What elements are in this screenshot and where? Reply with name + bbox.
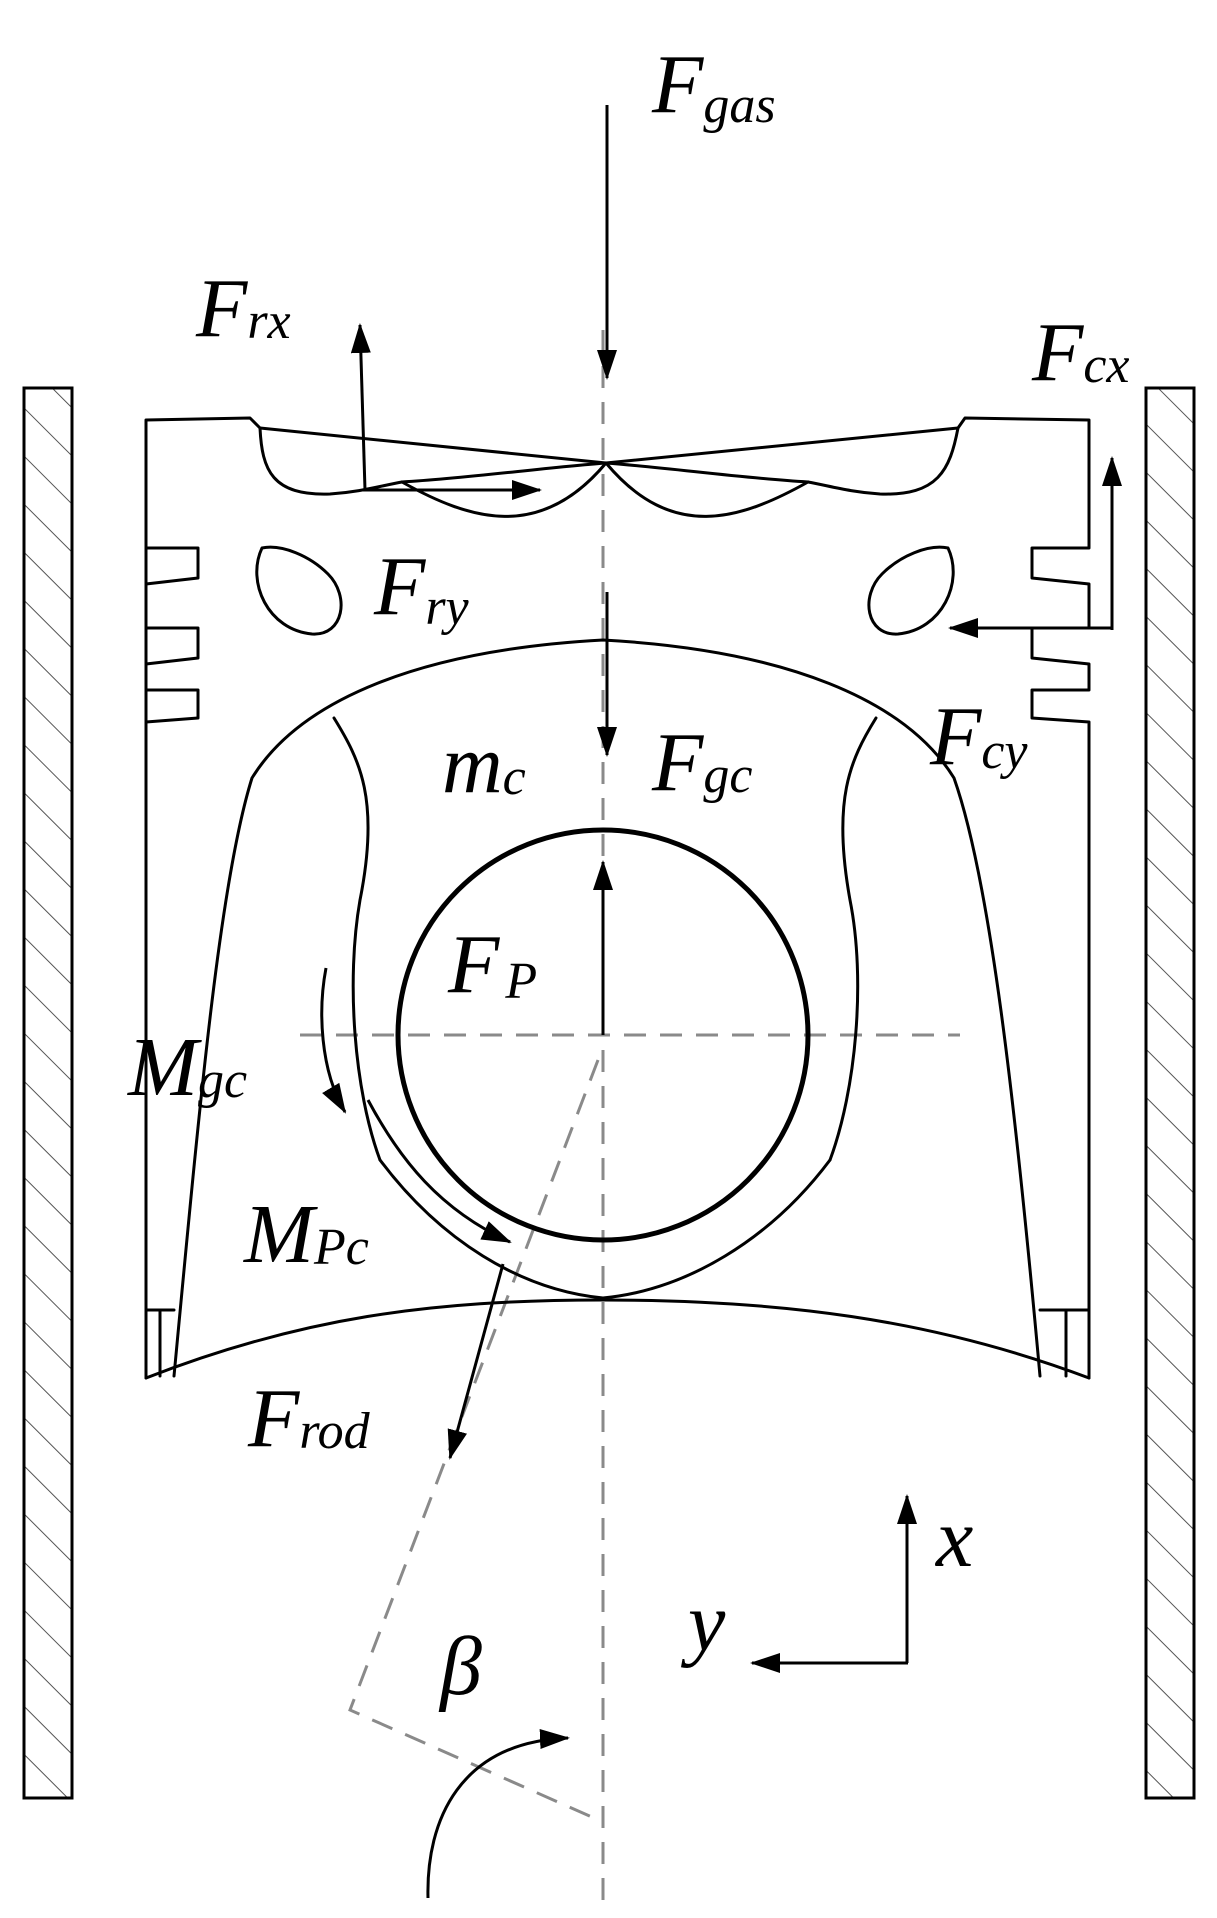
x-axis-label: x [934, 1492, 973, 1585]
m-gc-label: Mgc [127, 1021, 247, 1114]
connecting-rod-centerline [348, 1059, 600, 1820]
right-cylinder-wall [1144, 386, 1196, 1800]
m-gc-arrow [320, 967, 347, 1114]
wrist-pin-circle [395, 827, 811, 1243]
f-rod-arrow [447, 1263, 505, 1460]
f-gas-label: Fgas [651, 38, 776, 134]
f-rx-label: Frx [195, 262, 291, 355]
f-ry-label: Fry [373, 540, 470, 636]
f-cy-label: Fcy [929, 690, 1028, 783]
left-cylinder-wall [22, 386, 74, 1800]
y-axis-label: y [680, 1576, 726, 1669]
f-gc-label: Fgc [651, 716, 752, 809]
piston-outline [144, 416, 1091, 1380]
m-pc-arrow [366, 1099, 512, 1244]
m-c-label: mc [442, 718, 526, 811]
f-cx-label: Fcx [1031, 306, 1129, 399]
f-rx-arrow [350, 323, 371, 491]
m-pc-label: MPc [243, 1188, 369, 1281]
beta-angle-arrow [426, 1729, 570, 1899]
beta-label: β [438, 1620, 482, 1713]
f-rod-label: Frod [247, 1372, 371, 1465]
